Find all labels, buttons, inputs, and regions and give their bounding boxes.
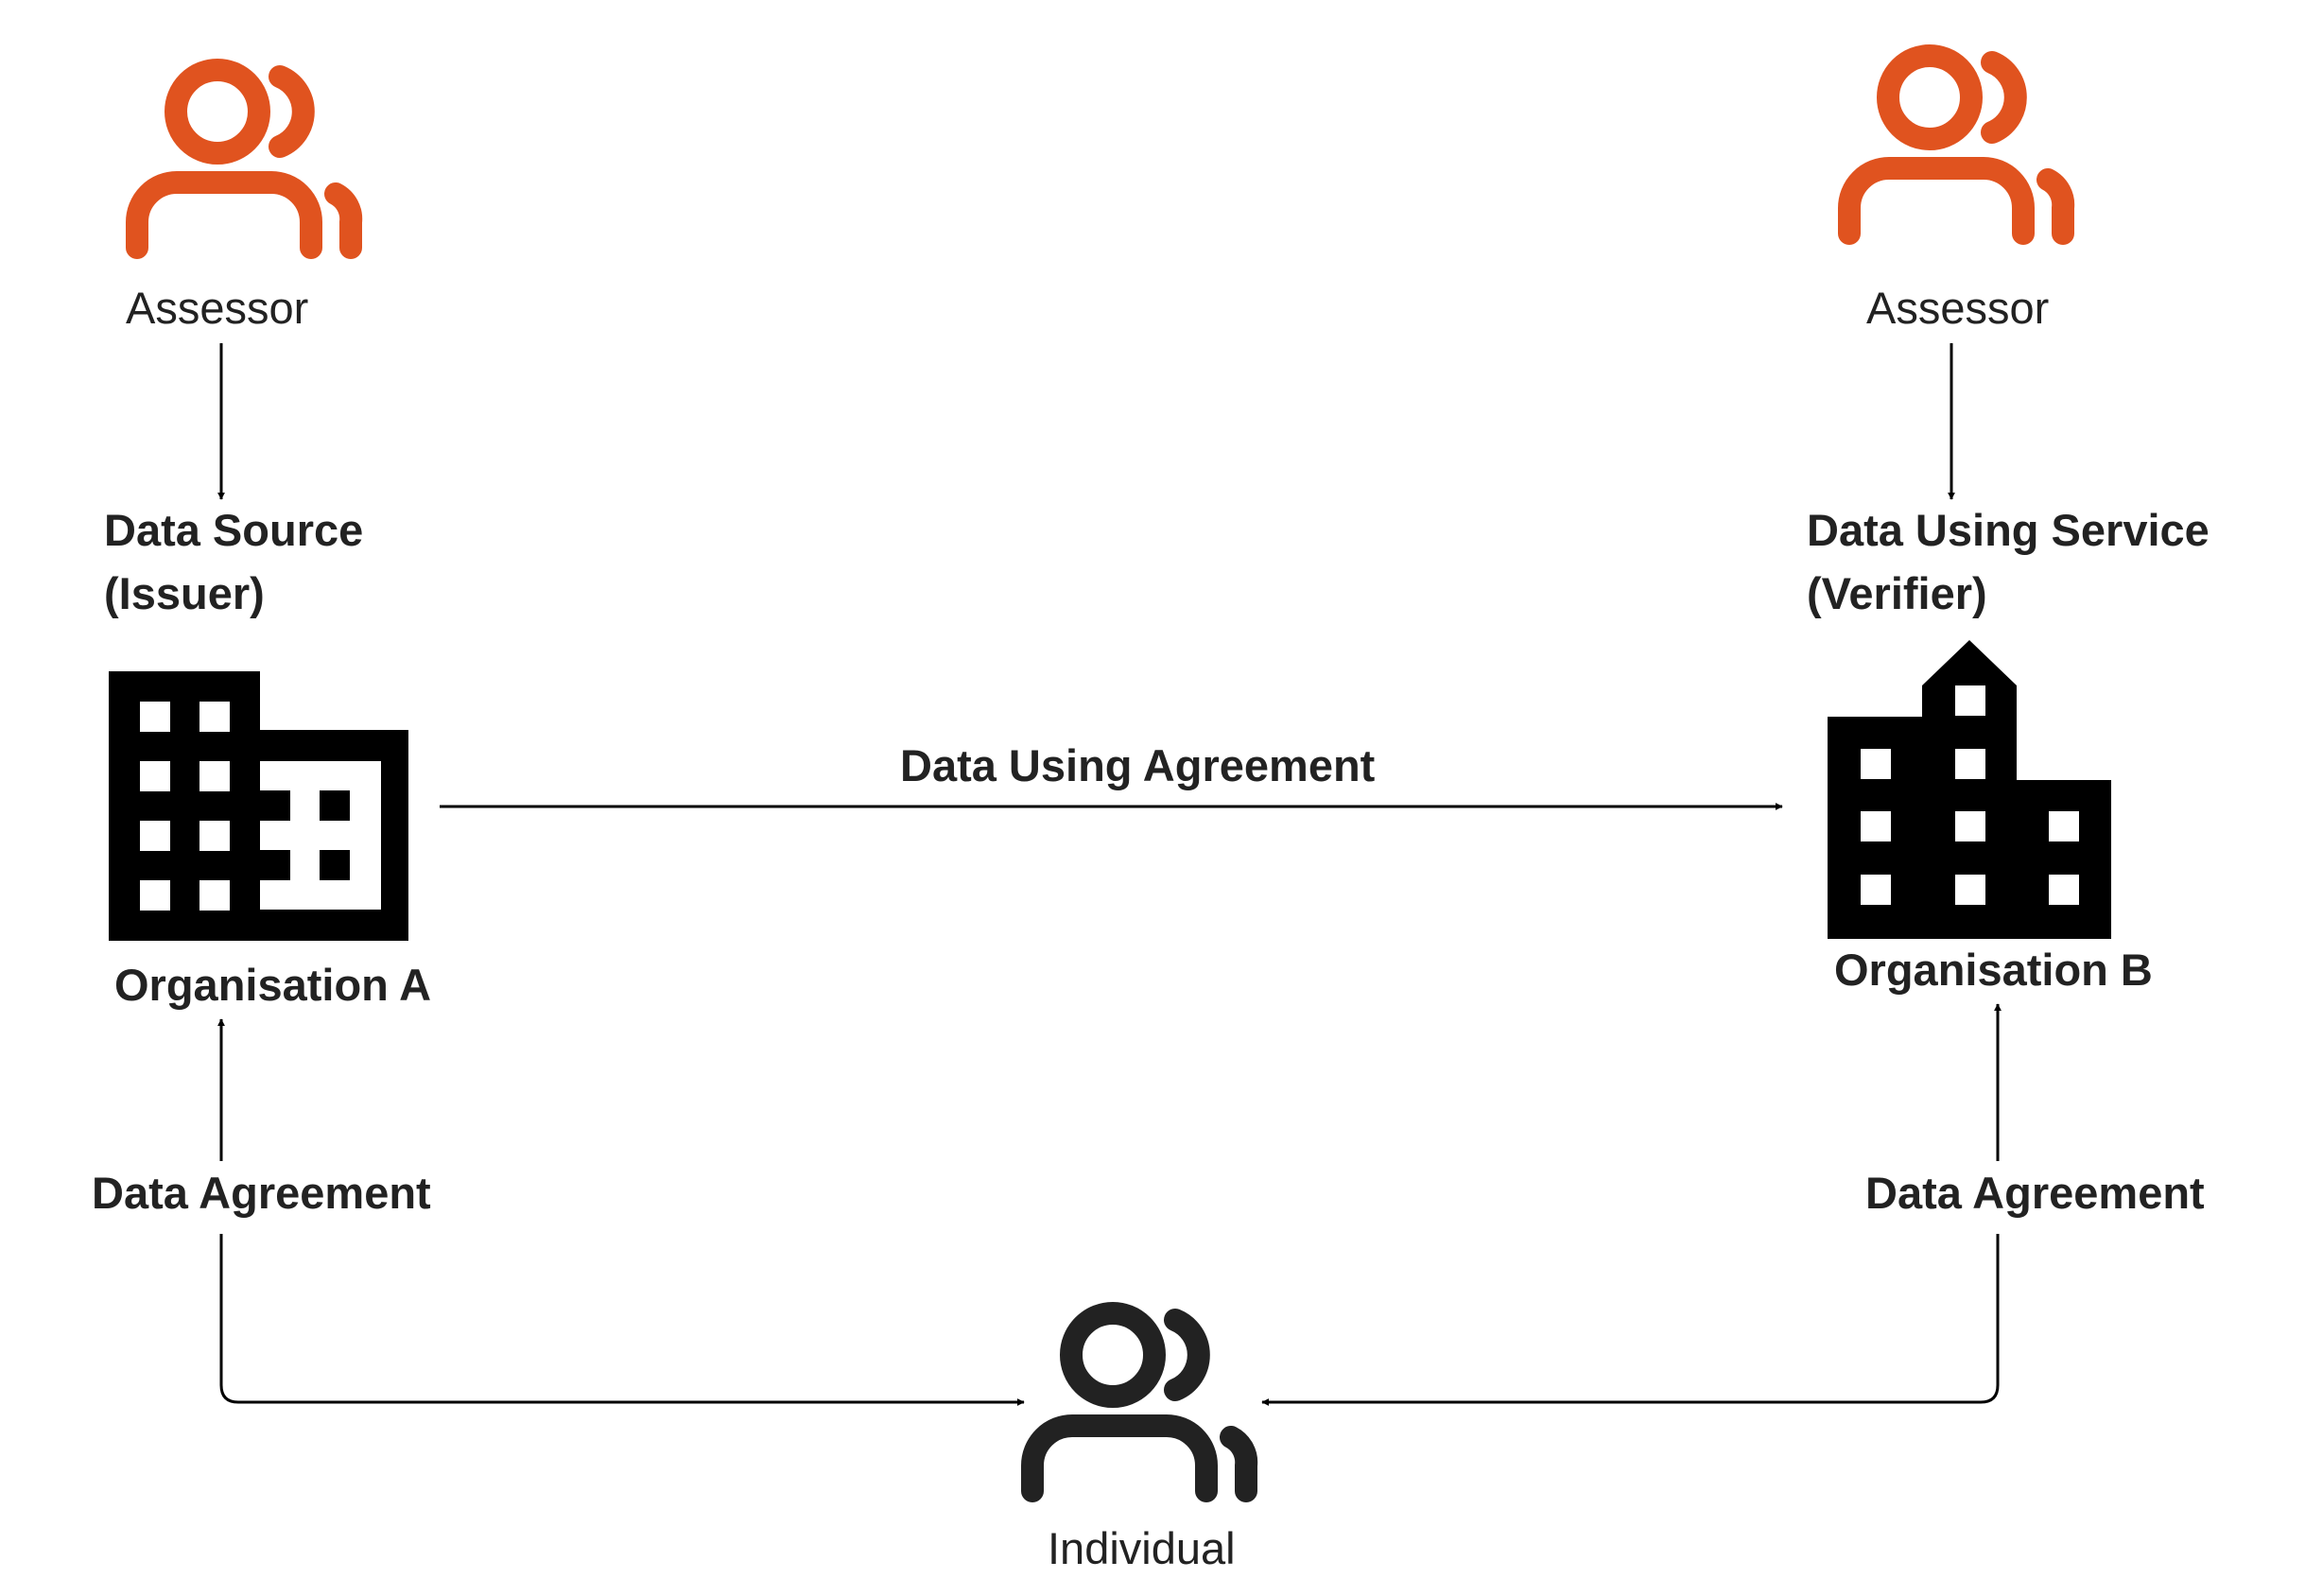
data-using-service-label: Data Using Service (Verifier): [1807, 498, 2210, 625]
data-source-label: Data Source (Issuer): [104, 498, 363, 625]
organisation-a-label: Organisation A: [114, 960, 432, 1010]
data-agreement-left-down-arrow: [219, 1234, 1025, 1406]
assessor-right-label: Assessor: [1866, 283, 2050, 333]
data-agreement-right-label: Data Agreement: [1865, 1161, 2205, 1224]
data-agreement-left-label: Data Agreement: [92, 1161, 431, 1224]
individual-label: Individual: [1048, 1523, 1236, 1573]
data-source-line1: Data Source: [104, 505, 364, 555]
assessor-left-label: Assessor: [126, 283, 309, 333]
city-building-icon: [1828, 640, 2111, 939]
data-source-line2: (Issuer): [104, 568, 265, 618]
organisation-b-label: Organisation B: [1834, 945, 2153, 995]
data-using-service-line1: Data Using Service: [1807, 505, 2210, 555]
data-agreement-right-down-arrow: [1261, 1234, 2000, 1406]
assessor-right-users-icon: [1838, 44, 2075, 245]
data-using-agreement-label: Data Using Agreement: [900, 740, 1376, 790]
data-using-service-line2: (Verifier): [1807, 568, 1987, 618]
assessor-left-users-icon: [126, 59, 363, 259]
office-building-icon: [109, 671, 408, 941]
individual-users-icon: [1021, 1302, 1258, 1502]
